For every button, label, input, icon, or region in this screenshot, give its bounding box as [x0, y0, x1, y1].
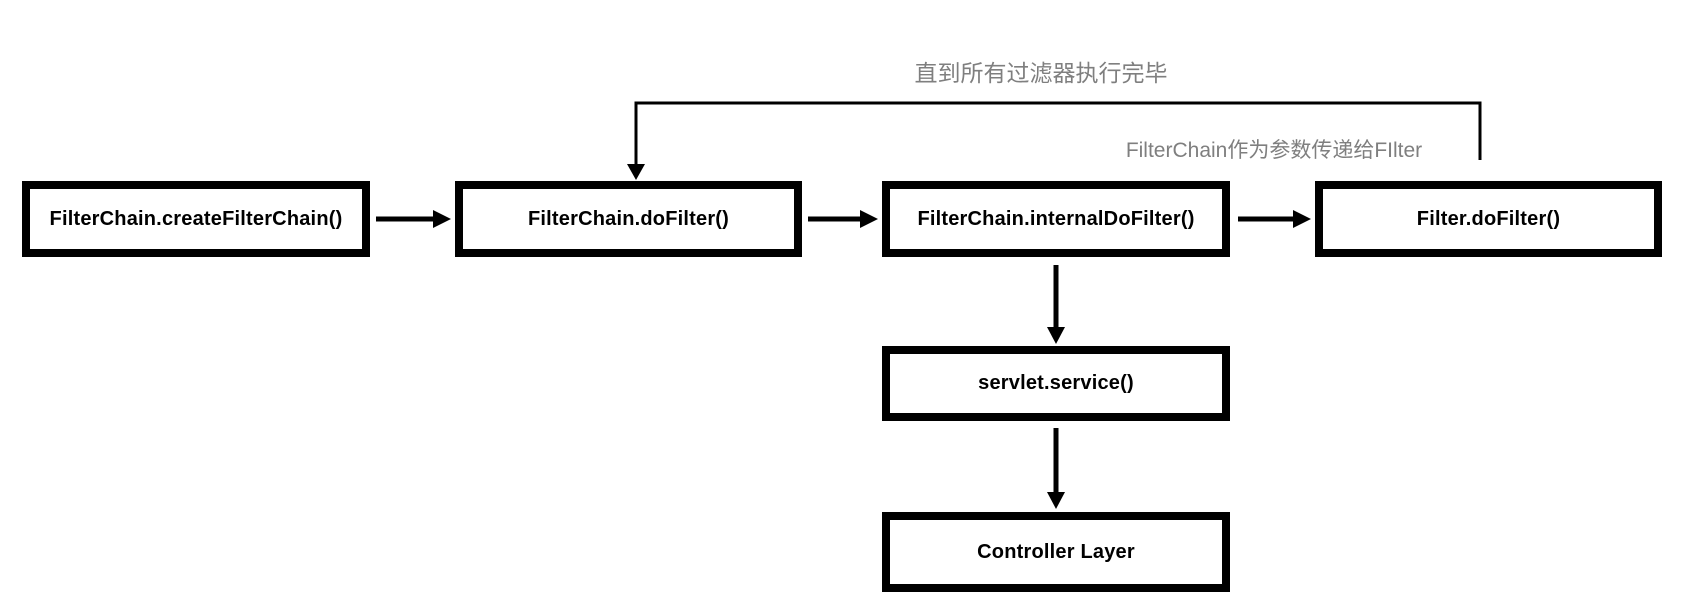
feedback-arrowhead-icon	[627, 164, 645, 180]
node-label: Filter.doFilter()	[1416, 207, 1561, 230]
node-label: FilterChain.internalDoFilter()	[917, 207, 1195, 230]
param-annotation: FilterChain作为参数传递给FIlter	[1125, 139, 1423, 162]
arrowhead-icon	[1047, 492, 1065, 509]
arrow-internal-to-filter	[1238, 210, 1311, 228]
loop-annotation: 直到所有过滤器执行完毕	[914, 60, 1168, 86]
arrowhead-icon	[1293, 210, 1311, 228]
node-filterchain-do-filter: FilterChain.doFilter()	[455, 181, 802, 257]
arrowhead-icon	[433, 210, 451, 228]
node-label: FilterChain.doFilter()	[527, 207, 730, 230]
arrow-dofilter-to-internal	[808, 210, 878, 228]
arrow-internal-to-servlet	[1047, 265, 1065, 344]
node-create-filter-chain: FilterChain.createFilterChain()	[22, 181, 370, 257]
node-internal-do-filter: FilterChain.internalDoFilter()	[882, 181, 1230, 257]
node-label: servlet.service()	[978, 372, 1134, 394]
arrow-servlet-to-controller	[1047, 428, 1065, 509]
arrowhead-icon	[860, 210, 878, 228]
arrowhead-icon	[1047, 327, 1065, 344]
node-filter-do-filter: Filter.doFilter()	[1315, 181, 1662, 257]
node-servlet-service: servlet.service()	[882, 346, 1230, 421]
arrow-create-to-dofilter	[376, 210, 451, 228]
node-label: Controller Layer	[977, 540, 1135, 563]
node-controller-layer: Controller Layer	[882, 512, 1230, 592]
node-label: FilterChain.createFilterChain()	[49, 207, 343, 230]
